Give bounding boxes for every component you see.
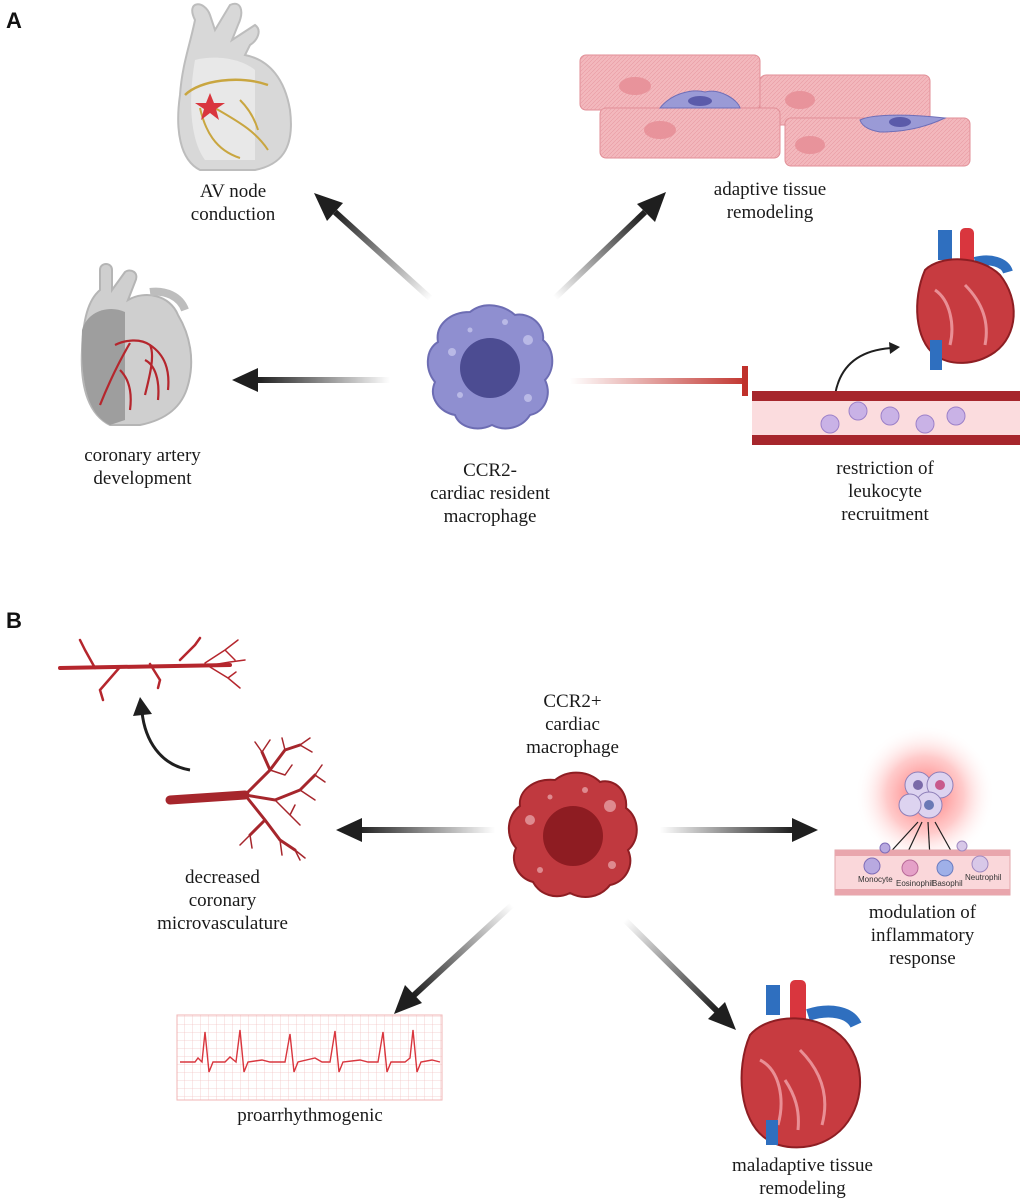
arrow-to-maladaptive xyxy=(622,917,721,1015)
arrow-to-proarrhythmogenic-head xyxy=(394,985,422,1014)
ccr2-negative-macrophage xyxy=(426,304,554,430)
av-node-heart-illustration xyxy=(177,2,292,171)
curved-arrow-to-sparse-vessel-head xyxy=(133,697,152,716)
label-av-node-conduction: AV node conduction xyxy=(190,181,276,225)
arrow-to-microvasculature-head xyxy=(336,818,362,842)
label-proarrhythmogenic: proarrhythmogenic xyxy=(237,1105,383,1126)
arrow-to-av-node xyxy=(332,209,433,301)
dense-microvasculature-illustration xyxy=(165,737,326,861)
basophil-label: Basophil xyxy=(932,879,963,888)
neutrophil-label: Neutrophil xyxy=(965,873,1002,882)
arrow-to-coronary-head xyxy=(232,368,258,392)
arrow-to-inflammatory-head xyxy=(792,818,818,842)
ecg-trace xyxy=(180,1029,441,1073)
anatomical-heart-illustration-a xyxy=(916,228,1015,370)
eosinophil-label: Eosinophil xyxy=(896,879,933,888)
blood-vessel-a xyxy=(752,391,1020,445)
av-node-star-icon xyxy=(195,93,225,120)
leukocyte-cluster xyxy=(898,771,954,819)
arrow-to-adaptive xyxy=(552,209,648,301)
label-ccr2-negative-macrophage: CCR2- cardiac resident macrophage xyxy=(430,460,550,527)
recruitment-curved-arrow xyxy=(834,347,893,396)
recruitment-curved-arrow-head xyxy=(889,342,900,354)
arrow-to-adaptive-head xyxy=(637,192,666,222)
label-decreased-coronary-microvasculature: decreased coronary microvasculature xyxy=(157,867,288,934)
label-adaptive-tissue-remodeling: adaptive tissue remodeling xyxy=(713,179,827,223)
label-modulation-of-inflammatory-response: modulation of inflammatory response xyxy=(868,902,977,969)
anatomical-heart-illustration-b xyxy=(740,980,862,1149)
label-maladaptive-tissue-remodeling: maladaptive tissue remodeling xyxy=(732,1155,873,1199)
arrow-to-av-node-head xyxy=(314,193,343,221)
sparse-vessel-illustration xyxy=(58,636,246,702)
panel-a-letter: A xyxy=(6,8,22,33)
label-restriction-of-leukocyte-recruitment: restriction of leukocyte recruitment xyxy=(836,458,934,525)
inhibition-bar xyxy=(742,366,748,396)
coronary-heart-illustration xyxy=(80,263,193,426)
cardiomyocyte-tissue-illustration xyxy=(579,54,971,167)
label-coronary-artery-development: coronary artery development xyxy=(84,445,201,489)
ecg-strip xyxy=(176,1014,443,1101)
blood-vessel-b: Monocyte Eosinophil Basophil Neutrophil xyxy=(834,840,1011,896)
ccr2-positive-macrophage xyxy=(508,771,638,898)
curved-arrow-to-sparse-vessel xyxy=(140,711,191,772)
label-ccr2-positive-macrophage: CCR2+ cardiac macrophage xyxy=(526,691,619,758)
panel-b-letter: B xyxy=(6,608,22,633)
arrow-to-maladaptive-head xyxy=(708,1002,736,1030)
monocyte-label: Monocyte xyxy=(858,875,893,884)
arrow-to-proarrhythmogenic xyxy=(409,902,515,1000)
